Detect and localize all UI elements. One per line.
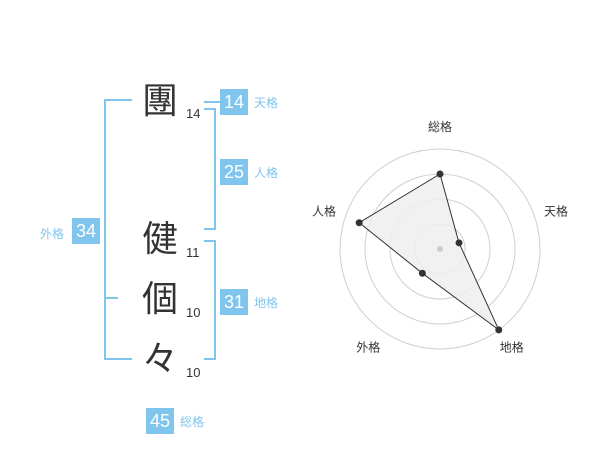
name-char-2: 健 xyxy=(142,219,179,260)
name-char-1: 團 xyxy=(142,81,179,122)
tenkaku-value-badge: 14 xyxy=(220,89,248,115)
chikaku-value-badge: 31 xyxy=(220,289,248,315)
radar-ring-4 xyxy=(339,148,541,350)
radar-point-2 xyxy=(495,326,503,334)
gaikaku-bracket-tick xyxy=(104,297,118,299)
name-char-1-strokes: 14 xyxy=(186,106,201,121)
radar-point-1 xyxy=(455,239,463,247)
radar-center-dot xyxy=(437,246,443,252)
name-char-3: 個 xyxy=(142,279,179,320)
chikaku-label: 地格 xyxy=(254,296,279,310)
jinkaku-label: 人格 xyxy=(254,166,279,180)
name-char-4-strokes: 10 xyxy=(186,365,201,380)
name-char-2-strokes: 11 xyxy=(186,245,200,260)
radar-point-0 xyxy=(436,170,444,178)
tenkaku-bracket xyxy=(204,101,220,103)
gaikaku-value-badge: 34 xyxy=(72,218,100,244)
radar-axis-label-4: 人格 xyxy=(312,203,336,218)
radar-axis-label-2: 地格 xyxy=(500,340,524,355)
soukaku-label: 総格 xyxy=(180,415,205,429)
name-char-3-strokes: 10 xyxy=(186,305,201,320)
radar-points xyxy=(355,170,503,334)
radar-axis-label-0: 総格 xyxy=(428,119,452,134)
tenkaku-label: 天格 xyxy=(254,96,279,110)
radar-axis-label-3: 外格 xyxy=(356,340,380,355)
radar-point-4 xyxy=(355,219,363,227)
soukaku-value-badge: 45 xyxy=(146,408,174,434)
chikaku-bracket xyxy=(204,240,216,360)
radar-point-3 xyxy=(418,269,426,277)
gaikaku-label: 外格 xyxy=(40,227,65,241)
jinkaku-bracket xyxy=(204,108,216,230)
radar-series-area xyxy=(358,173,500,331)
gaikaku-bracket xyxy=(104,99,132,360)
radar-axis-label-1: 天格 xyxy=(544,203,568,218)
name-char-4: 々 xyxy=(142,339,179,380)
jinkaku-value-badge: 25 xyxy=(220,159,248,185)
